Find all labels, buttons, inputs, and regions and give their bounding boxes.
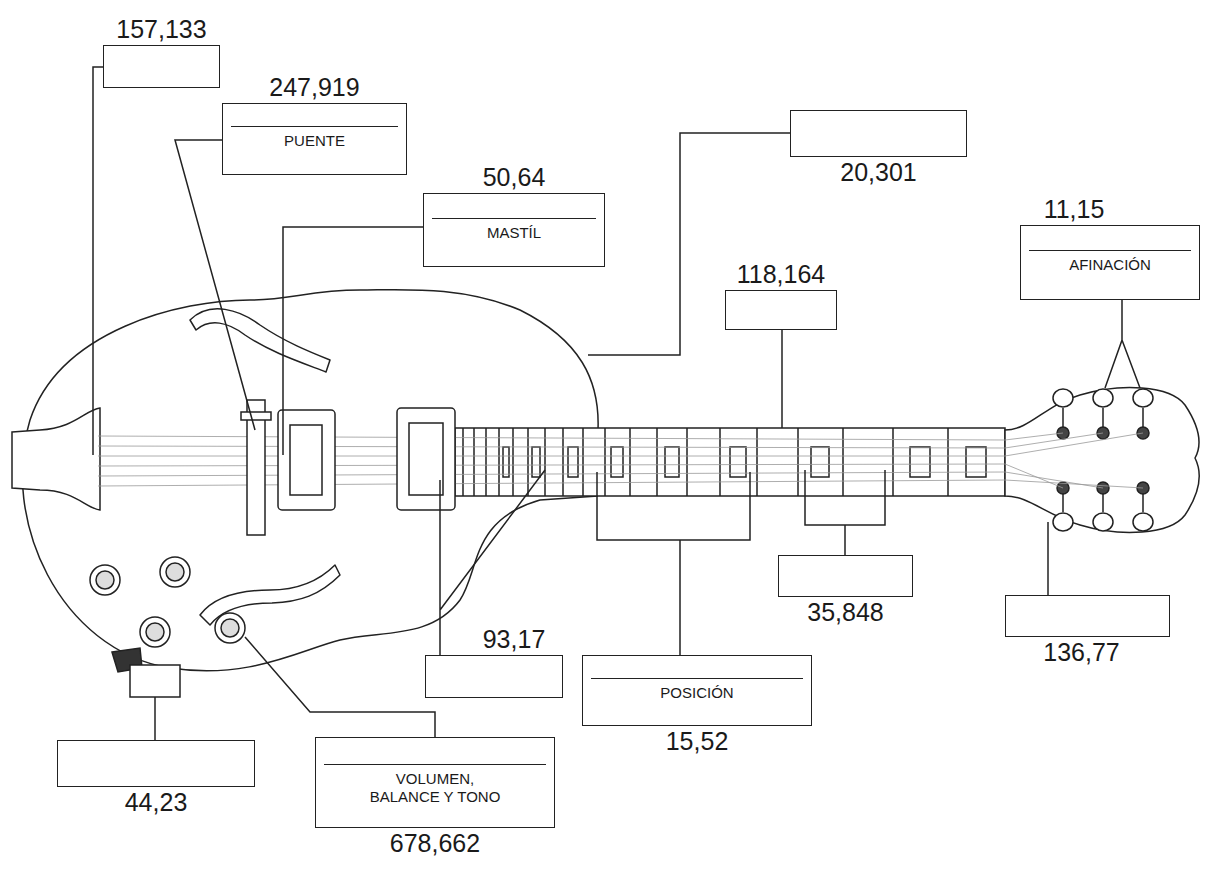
illustration-part xyxy=(93,67,103,455)
callout-number: 136,77 xyxy=(960,640,1203,665)
illustration-part xyxy=(90,565,120,595)
part-name: AFINACIÓN xyxy=(1031,256,1189,274)
callout-number: 678,662 xyxy=(276,831,594,856)
callout-box: 247,919PUENTE xyxy=(222,103,407,175)
illustration-part xyxy=(215,613,245,643)
callout-box: 50,64MASTÍL xyxy=(423,193,605,267)
illustration-part xyxy=(597,472,750,655)
part-name: POSICIÓN xyxy=(593,684,801,702)
callout-box: 136,77 xyxy=(1005,595,1170,637)
callout-box: 44,23 xyxy=(57,740,255,787)
callout-number: 118,164 xyxy=(686,262,876,287)
label-rule xyxy=(591,678,803,679)
illustration-part xyxy=(730,447,746,477)
illustration-part xyxy=(241,412,271,420)
illustration-part xyxy=(154,697,156,740)
callout-box: 20,301 xyxy=(790,110,967,157)
callout-number: 247,919 xyxy=(183,75,446,100)
illustration-part xyxy=(221,619,239,637)
leader-lines xyxy=(93,67,1140,740)
illustration-part xyxy=(1093,513,1113,531)
illustration-part xyxy=(665,447,679,477)
illustration-part xyxy=(1093,389,1113,407)
callout-number: 11,15 xyxy=(945,197,1203,222)
callout-number: 93,17 xyxy=(406,627,622,652)
label-rule xyxy=(231,126,398,127)
illustration-part xyxy=(96,571,114,589)
callout-box: 157,133 xyxy=(103,45,220,88)
illustration-part xyxy=(1005,388,1199,533)
part-name: PUENTE xyxy=(233,132,396,150)
illustration-part xyxy=(397,408,455,510)
illustration-part xyxy=(190,309,330,372)
label-rule xyxy=(324,764,546,765)
illustration-part xyxy=(98,464,1063,488)
illustration-part xyxy=(805,470,885,555)
callout-number: 35,848 xyxy=(739,600,952,625)
bridge-and-pickups xyxy=(241,400,455,535)
callout-box: VOLUMEN, BALANCE Y TONO678,662 xyxy=(315,737,555,828)
illustration-part xyxy=(166,563,184,581)
illustration-part xyxy=(160,557,190,587)
illustration-part xyxy=(1063,408,1143,512)
callout-box: 118,164 xyxy=(725,290,837,330)
callout-number: 20,301 xyxy=(751,160,1006,185)
callout-box: 11,15AFINACIÓN xyxy=(1020,225,1200,300)
illustration-part xyxy=(532,447,540,477)
illustration-part xyxy=(781,330,783,428)
illustration-part xyxy=(12,408,100,510)
label-rule xyxy=(1029,250,1191,251)
illustration-part xyxy=(568,447,578,477)
illustration-part xyxy=(503,447,509,477)
illustration-part xyxy=(611,447,623,477)
tailpiece xyxy=(12,408,100,510)
callout-box: 93,17 xyxy=(425,655,563,698)
callout-number: 44,23 xyxy=(18,790,294,815)
callout-number: 50,64 xyxy=(384,165,644,190)
illustration-part xyxy=(290,425,322,495)
illustration-part xyxy=(98,433,1063,440)
part-name: VOLUMEN, BALANCE Y TONO xyxy=(366,770,504,806)
headstock xyxy=(1005,388,1199,533)
illustration-part xyxy=(146,623,164,641)
illustration-part xyxy=(175,140,255,430)
illustration-part xyxy=(245,637,435,737)
label-rule xyxy=(432,218,596,219)
illustration-part xyxy=(1133,513,1153,531)
illustration-part xyxy=(409,423,443,495)
illustration-part xyxy=(130,665,180,697)
illustration-part xyxy=(278,410,335,510)
callout-number: 157,133 xyxy=(64,17,259,42)
illustration-part xyxy=(1105,300,1140,388)
illustration-part xyxy=(1133,389,1153,407)
callout-box: POSICIÓN15,52 xyxy=(582,655,812,726)
part-name: MASTÍL xyxy=(434,224,594,242)
callout-box: 35,848 xyxy=(778,555,913,597)
illustration-part xyxy=(1053,513,1073,531)
callout-number: 15,52 xyxy=(543,729,851,754)
illustration-part xyxy=(283,227,423,455)
illustration-part xyxy=(140,617,170,647)
illustration-part xyxy=(1047,522,1049,595)
control-knobs xyxy=(90,557,245,647)
illustration-part xyxy=(1053,389,1073,407)
